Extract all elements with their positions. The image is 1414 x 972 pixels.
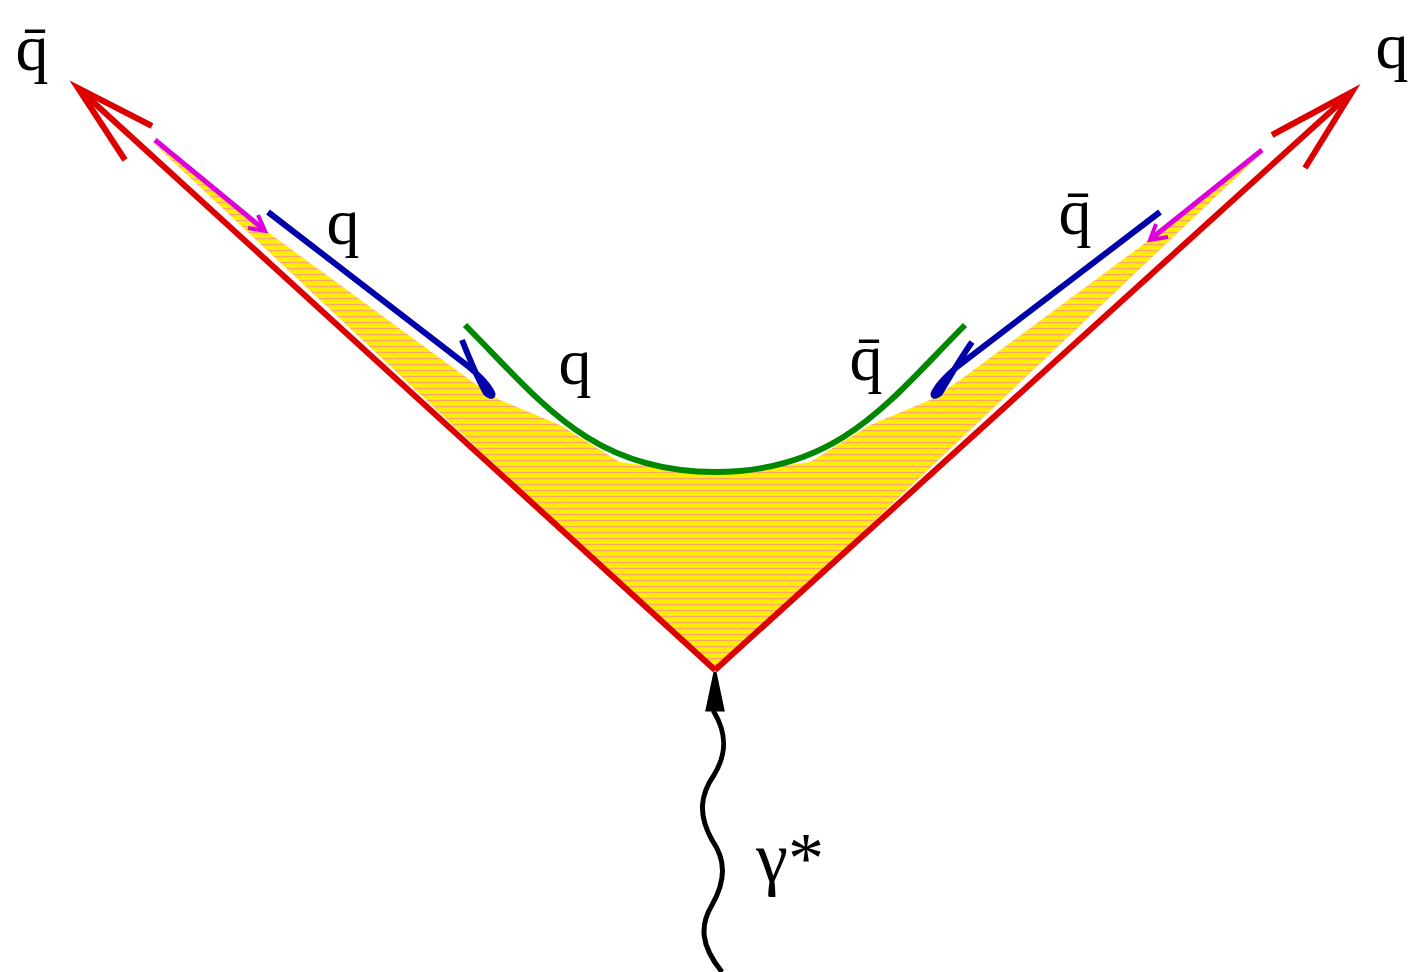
particle-label: q̄	[1059, 179, 1092, 245]
particle-label: q	[327, 189, 360, 255]
antiquark-head	[78, 88, 152, 160]
particle-label: q̄	[850, 325, 883, 391]
antiquark-line	[80, 90, 715, 670]
string-field	[150, 140, 1265, 672]
quark-head	[1272, 92, 1352, 168]
particle-label: q	[1376, 13, 1409, 79]
photon-label: γ*	[756, 822, 824, 894]
photon-head	[707, 672, 723, 710]
magenta-arrow-left	[155, 140, 262, 228]
green-string	[465, 325, 965, 472]
magenta-head-right	[1150, 224, 1168, 240]
quark-line	[715, 94, 1350, 670]
particle-label: q̄	[16, 15, 49, 81]
particle-label: q	[559, 329, 592, 395]
magenta-head-left	[248, 215, 265, 231]
photon-line	[702, 690, 723, 972]
